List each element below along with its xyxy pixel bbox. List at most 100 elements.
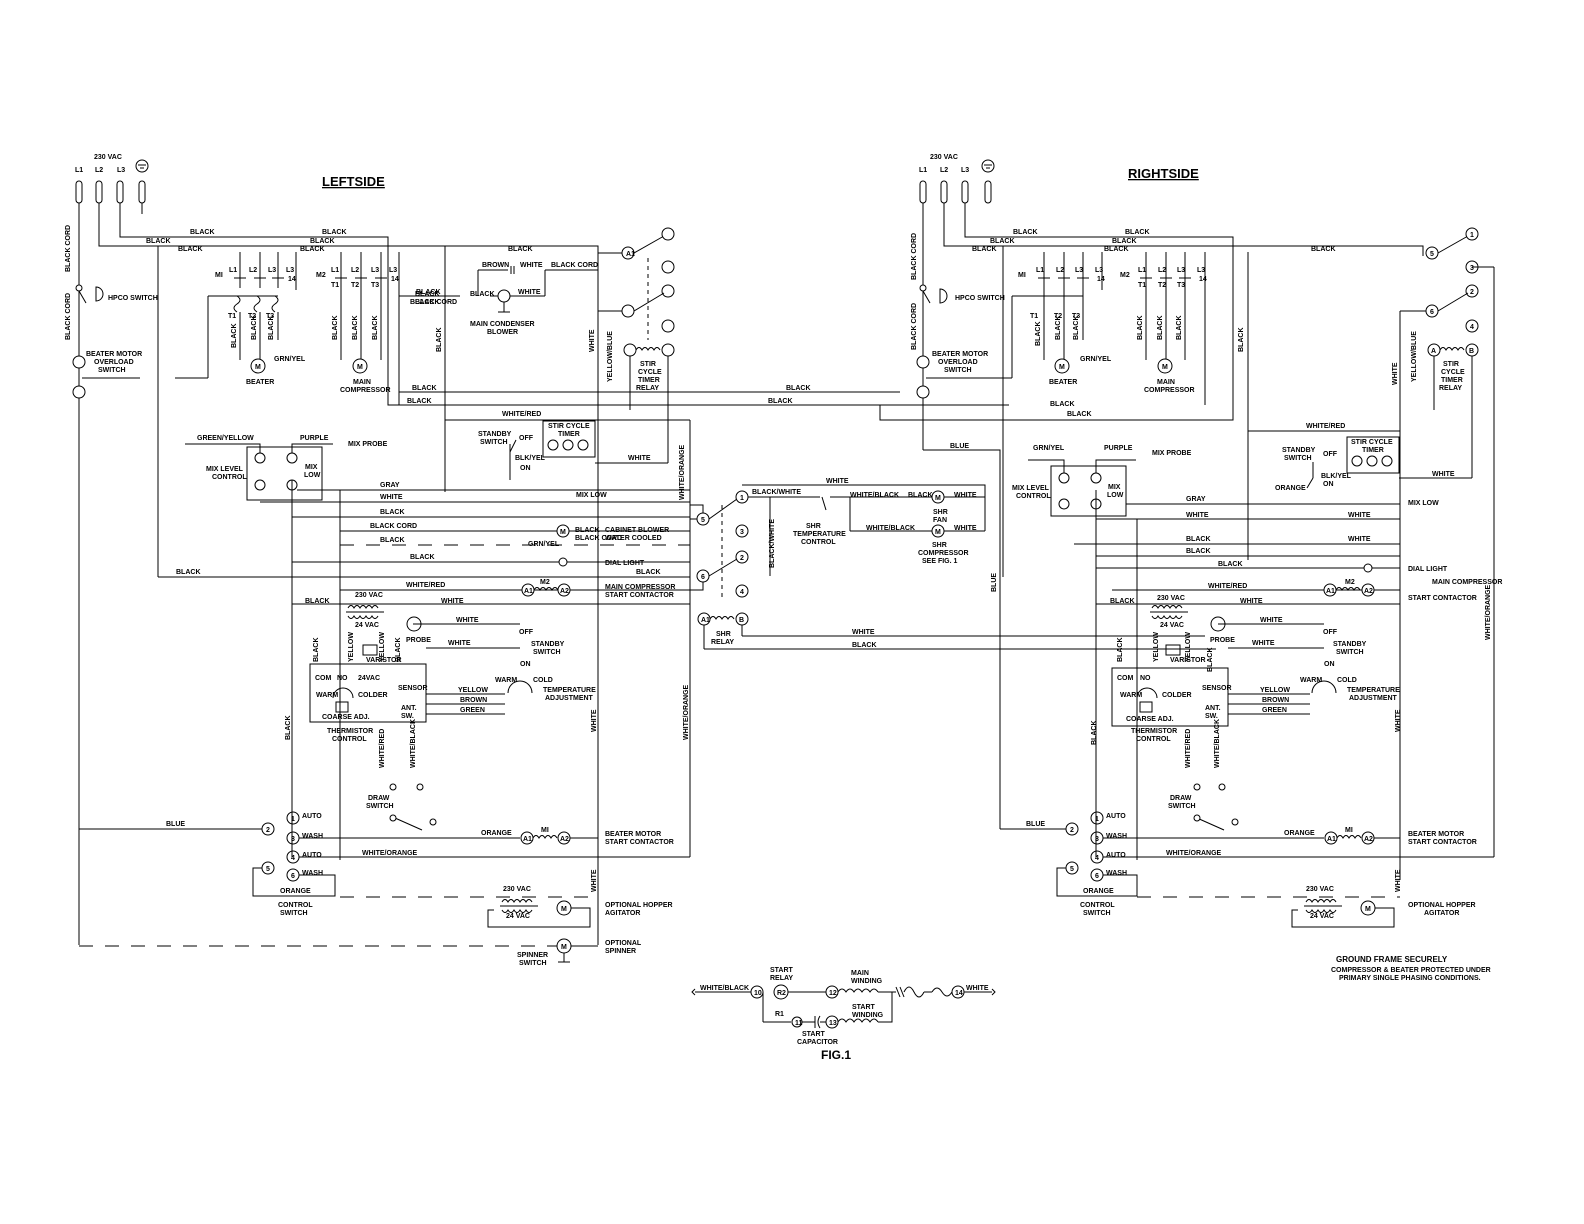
- svg-text:GREEN: GREEN: [1262, 707, 1287, 714]
- svg-text:OFF: OFF: [519, 435, 534, 442]
- svg-text:3: 3: [291, 836, 295, 843]
- svg-text:WASH: WASH: [302, 870, 323, 877]
- svg-text:24VAC: 24VAC: [358, 675, 380, 682]
- svg-text:WHITE/RED: WHITE/RED: [379, 729, 386, 768]
- svg-text:11: 11: [795, 1020, 803, 1027]
- svg-text:SHR: SHR: [806, 523, 821, 530]
- svg-text:L2: L2: [940, 167, 948, 174]
- svg-text:MAIN CONDENSER: MAIN CONDENSER: [470, 321, 535, 328]
- svg-text:M2: M2: [540, 579, 550, 586]
- svg-text:T1: T1: [1030, 313, 1038, 320]
- svg-text:COMPRESSOR & BEATER PROTECTED: COMPRESSOR & BEATER PROTECTED UNDER: [1331, 967, 1491, 974]
- svg-text:GREEN/YELLOW: GREEN/YELLOW: [197, 435, 254, 442]
- svg-text:L3: L3: [389, 267, 397, 274]
- svg-text:4: 4: [291, 855, 295, 862]
- svg-text:ANT.: ANT.: [401, 705, 417, 712]
- svg-text:BROWN: BROWN: [1262, 697, 1289, 704]
- svg-text:BLACK: BLACK: [852, 642, 877, 649]
- svg-text:WHITE: WHITE: [1186, 512, 1209, 519]
- svg-text:HPCO SWITCH: HPCO SWITCH: [955, 295, 1005, 302]
- svg-text:COLDER: COLDER: [1162, 692, 1192, 699]
- leftside-title: LEFTSIDE: [322, 174, 385, 189]
- contactor-m1: MI L1 L2 L3 L3 14 T1 T2 T3 BLACK BLACK: [82, 252, 306, 386]
- svg-text:BLACK: BLACK: [352, 316, 359, 341]
- svg-text:BLK/YEL: BLK/YEL: [515, 455, 546, 462]
- svg-text:1: 1: [291, 816, 295, 823]
- svg-text:START CONTACTOR: START CONTACTOR: [1408, 839, 1477, 846]
- svg-text:ON: ON: [520, 661, 531, 668]
- fuse-l2: [95, 180, 103, 204]
- svg-text:MAIN COMPRESSOR: MAIN COMPRESSOR: [1432, 579, 1502, 586]
- svg-text:DIAL LIGHT: DIAL LIGHT: [605, 560, 645, 567]
- svg-text:OPTIONAL HOPPER: OPTIONAL HOPPER: [1408, 902, 1476, 909]
- svg-text:TIMER: TIMER: [638, 377, 660, 384]
- svg-text:L3: L3: [1095, 267, 1103, 274]
- svg-text:BLACK: BLACK: [231, 324, 238, 349]
- svg-text:WHITE/RED: WHITE/RED: [1185, 729, 1192, 768]
- svg-text:BLACK: BLACK: [1157, 316, 1164, 341]
- svg-text:ADJUSTMENT: ADJUSTMENT: [545, 695, 594, 702]
- svg-text:6: 6: [1095, 873, 1099, 880]
- svg-text:14: 14: [955, 990, 963, 997]
- svg-text:2: 2: [1070, 827, 1074, 834]
- svg-text:3: 3: [1095, 836, 1099, 843]
- svg-text:ON: ON: [1323, 481, 1334, 488]
- svg-text:CAPACITOR: CAPACITOR: [797, 1039, 838, 1046]
- overload-label: SWITCH: [98, 367, 126, 374]
- svg-text:SWITCH: SWITCH: [1284, 455, 1312, 462]
- svg-text:2: 2: [740, 555, 744, 562]
- svg-text:WASH: WASH: [1106, 870, 1127, 877]
- svg-text:SEE FIG. 1: SEE FIG. 1: [922, 558, 958, 565]
- wire-label: BLACK CORD: [65, 293, 72, 340]
- svg-text:BLACK: BLACK: [415, 291, 440, 298]
- wire-label: BLACK: [178, 246, 203, 253]
- wire-label: BLACK: [300, 246, 325, 253]
- mix-level-right: MIX LOW MIX LEVEL CONTROL GRN/YEL PURPLE…: [1012, 445, 1192, 517]
- svg-text:START: START: [770, 967, 794, 974]
- svg-text:4: 4: [1095, 855, 1099, 862]
- svg-text:PROBE: PROBE: [1210, 637, 1235, 644]
- svg-text:WHITE/BLACK: WHITE/BLACK: [700, 985, 749, 992]
- svg-text:AGITATOR: AGITATOR: [1424, 910, 1459, 917]
- svg-text:WHITE/BLACK: WHITE/BLACK: [866, 525, 915, 532]
- stir-relay-right: 5 1 3 2 6 4 A B STIR CYCLE TIMER RELAY Y…: [1392, 227, 1495, 880]
- svg-text:BLACK CORD: BLACK CORD: [575, 535, 622, 542]
- svg-text:WHITE: WHITE: [1392, 362, 1399, 385]
- svg-text:230 VAC: 230 VAC: [930, 154, 958, 161]
- wire-label: BLACK CORD: [65, 225, 72, 272]
- thermistor-right: 230 VAC 24 VAC YELLOW YELLOW VARISTOR PR…: [1091, 595, 1402, 810]
- svg-text:24 VAC: 24 VAC: [506, 913, 530, 920]
- svg-text:WINDING: WINDING: [852, 1012, 884, 1019]
- wire-label: WHITE: [441, 598, 464, 605]
- svg-text:MIX: MIX: [305, 464, 318, 471]
- thermistor-control: 230 VAC 24 VAC YELLOW YELLOW VARISTOR PR…: [285, 592, 690, 810]
- svg-text:A2: A2: [1364, 588, 1373, 595]
- svg-text:SWITCH: SWITCH: [519, 960, 547, 967]
- svg-text:BLACK: BLACK: [268, 316, 275, 341]
- svg-text:BEATER MOTOR: BEATER MOTOR: [932, 351, 988, 358]
- svg-text:5: 5: [701, 517, 705, 524]
- svg-text:10: 10: [754, 990, 762, 997]
- svg-text:230 VAC: 230 VAC: [503, 886, 531, 893]
- svg-text:BLUE: BLUE: [991, 573, 998, 592]
- svg-text:BLACK: BLACK: [416, 289, 441, 296]
- svg-text:3: 3: [740, 529, 744, 536]
- optional-hopper-right: 230 VAC 24 VAC M OPTIONAL HOPPER AGITATO…: [1137, 869, 1476, 928]
- wire-label: WHITE: [589, 329, 596, 352]
- svg-text:VARISTOR: VARISTOR: [1170, 657, 1206, 664]
- beater-motor-icon: [250, 358, 266, 374]
- mix-low-label: MIX LOW: [576, 492, 607, 499]
- pressure-switch-icon: [95, 286, 104, 302]
- svg-text:BLACK: BLACK: [1104, 246, 1129, 253]
- svg-text:ON: ON: [520, 465, 531, 472]
- svg-text:WHITE: WHITE: [591, 709, 598, 732]
- svg-text:M: M: [560, 529, 566, 536]
- svg-text:WHITE: WHITE: [1252, 640, 1275, 647]
- svg-text:T2: T2: [1158, 282, 1166, 289]
- svg-text:WHITE/BLACK: WHITE/BLACK: [1214, 719, 1221, 768]
- svg-text:COLD: COLD: [533, 677, 553, 684]
- svg-text:A1: A1: [1327, 836, 1336, 843]
- svg-text:6: 6: [701, 574, 705, 581]
- fuse-l1: [75, 180, 83, 204]
- svg-text:T3: T3: [1072, 313, 1080, 320]
